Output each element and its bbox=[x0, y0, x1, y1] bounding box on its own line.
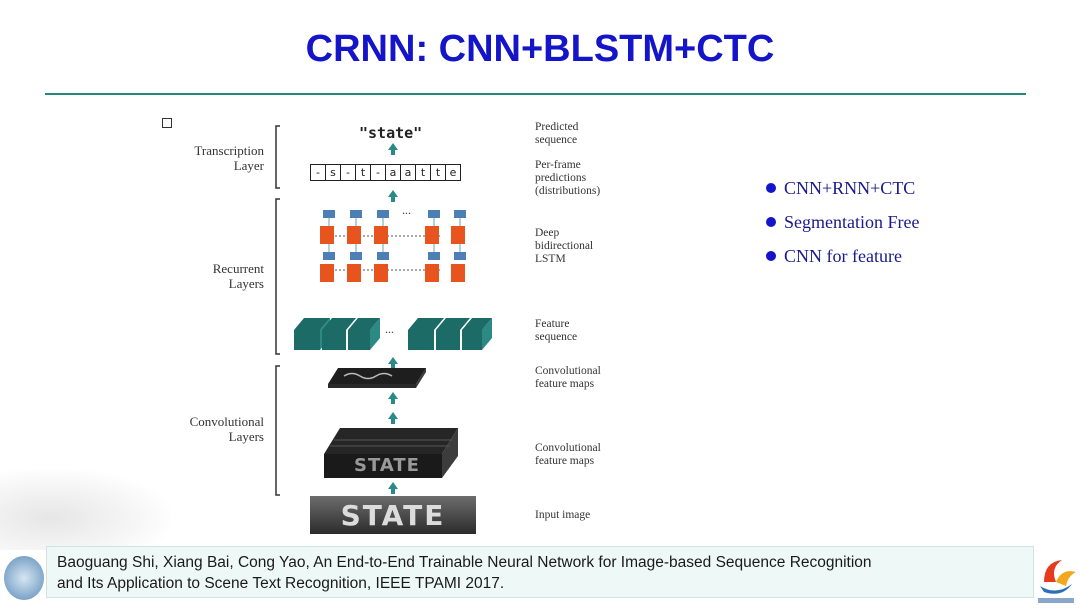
frame-cell: s bbox=[325, 164, 341, 181]
arrow-icon bbox=[388, 190, 398, 202]
feature-ellipsis: ... bbox=[385, 322, 394, 336]
arrow-icon bbox=[388, 482, 398, 494]
lstm-grid bbox=[320, 210, 466, 282]
input-image: STATE bbox=[310, 496, 476, 534]
bullet-item: CNN+RNN+CTC bbox=[764, 178, 919, 212]
bullet-item: Segmentation Free bbox=[764, 212, 919, 246]
arrow-icon bbox=[388, 412, 398, 424]
bullet-list: CNN+RNN+CTC Segmentation Free CNN for fe… bbox=[764, 178, 919, 280]
citation-box: Baoguang Shi, Xiang Bai, Cong Yao, An En… bbox=[46, 546, 1034, 598]
lstm-column bbox=[347, 210, 362, 282]
bullet-dot-icon bbox=[766, 251, 776, 261]
arrow-icon bbox=[388, 357, 398, 369]
lstm-column bbox=[374, 210, 389, 282]
arrow-icon bbox=[388, 392, 398, 404]
input-image-text: STATE bbox=[340, 498, 446, 532]
bracket-convolutional bbox=[275, 365, 280, 496]
conv-feature-map-thick bbox=[324, 428, 458, 478]
predicted-sequence: "state" bbox=[359, 124, 423, 142]
frame-cell: a bbox=[400, 164, 416, 181]
bullet-dot-icon bbox=[766, 217, 776, 227]
frame-cell: - bbox=[310, 164, 326, 181]
per-frame-predictions: - s - t - a a t t e bbox=[310, 164, 461, 181]
citation-line-2: and Its Application to Scene Text Recogn… bbox=[57, 575, 505, 592]
bracket-recurrent bbox=[275, 198, 280, 355]
frame-cell: t bbox=[415, 164, 431, 181]
flow-arrows bbox=[388, 143, 398, 494]
slide-title: CRNN: CNN+BLSTM+CTC bbox=[305, 28, 775, 70]
lstm-ellipsis: ... bbox=[402, 203, 411, 217]
title-divider bbox=[45, 93, 1026, 95]
bullet-item: CNN for feature bbox=[764, 246, 919, 280]
frame-cell: t bbox=[355, 164, 371, 181]
feature-sequence bbox=[294, 318, 492, 350]
lab-logo-icon bbox=[1038, 560, 1076, 603]
lstm-column bbox=[320, 210, 335, 282]
bullet-dot-icon bbox=[766, 183, 776, 193]
university-seal-icon bbox=[4, 556, 44, 600]
feature-map-text: STATE bbox=[354, 455, 420, 476]
desc-input-image: Input image bbox=[535, 509, 591, 521]
arrow-icon bbox=[388, 143, 398, 155]
checkbox-icon bbox=[162, 118, 172, 128]
frame-cell: e bbox=[445, 164, 461, 181]
lstm-column bbox=[425, 210, 440, 282]
frame-cell: - bbox=[370, 164, 386, 181]
bracket-transcription bbox=[275, 125, 280, 189]
frame-cell: a bbox=[385, 164, 401, 181]
lstm-column bbox=[451, 210, 466, 282]
conv-feature-map-thin bbox=[328, 368, 426, 388]
frame-cell: - bbox=[340, 164, 356, 181]
frame-cell: t bbox=[430, 164, 446, 181]
background-haze bbox=[0, 470, 170, 550]
citation-line-1: Baoguang Shi, Xiang Bai, Cong Yao, An En… bbox=[57, 554, 872, 571]
